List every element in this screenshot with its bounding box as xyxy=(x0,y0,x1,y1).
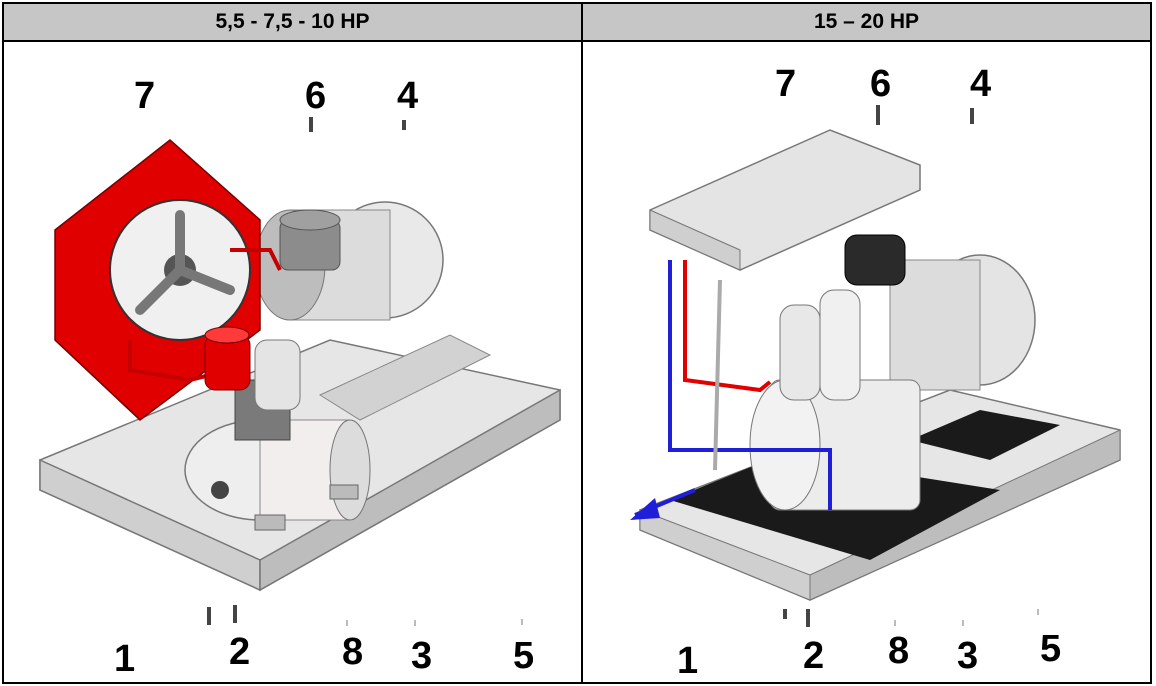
leader-right-3 xyxy=(962,620,964,626)
leader-left-3 xyxy=(414,620,416,626)
leader-right-2 xyxy=(806,609,810,627)
leader-left-2 xyxy=(233,605,237,623)
leader-left-6 xyxy=(309,117,313,132)
callout-left-2: 2 xyxy=(229,631,251,673)
callout-right-8: 8 xyxy=(888,630,910,672)
callout-left-4: 4 xyxy=(397,75,419,117)
header-large-models: 15 – 20 HP xyxy=(583,4,1150,42)
leader-left-5 xyxy=(521,619,523,625)
callout-right-2: 2 xyxy=(803,635,825,677)
callout-left-6: 6 xyxy=(305,75,327,117)
callout-left-5: 5 xyxy=(513,635,535,677)
leader-right-8 xyxy=(894,620,896,626)
callout-right-1: 1 xyxy=(677,640,699,682)
leader-right-4 xyxy=(970,108,974,124)
callout-left-1: 1 xyxy=(114,638,136,680)
header-small-models: 5,5 - 7,5 - 10 HP xyxy=(4,4,581,42)
callout-left-3: 3 xyxy=(411,635,433,677)
callout-right-3: 3 xyxy=(957,635,979,677)
callout-right-7: 7 xyxy=(775,63,797,105)
callout-left-7: 7 xyxy=(134,75,156,117)
callout-right-6: 6 xyxy=(870,63,892,105)
leader-left-8 xyxy=(346,620,348,626)
column-divider xyxy=(581,4,583,682)
leader-right-1 xyxy=(783,609,787,619)
leader-right-6 xyxy=(876,105,880,125)
compressor-illustration-small xyxy=(39,139,561,592)
callout-right-4: 4 xyxy=(970,63,992,105)
compressor-illustration-large xyxy=(630,129,1121,601)
leader-right-5 xyxy=(1037,609,1039,615)
callout-right-5: 5 xyxy=(1040,628,1062,670)
leader-left-4 xyxy=(402,120,406,130)
leader-left-1 xyxy=(207,607,211,625)
callout-left-8: 8 xyxy=(342,631,364,673)
